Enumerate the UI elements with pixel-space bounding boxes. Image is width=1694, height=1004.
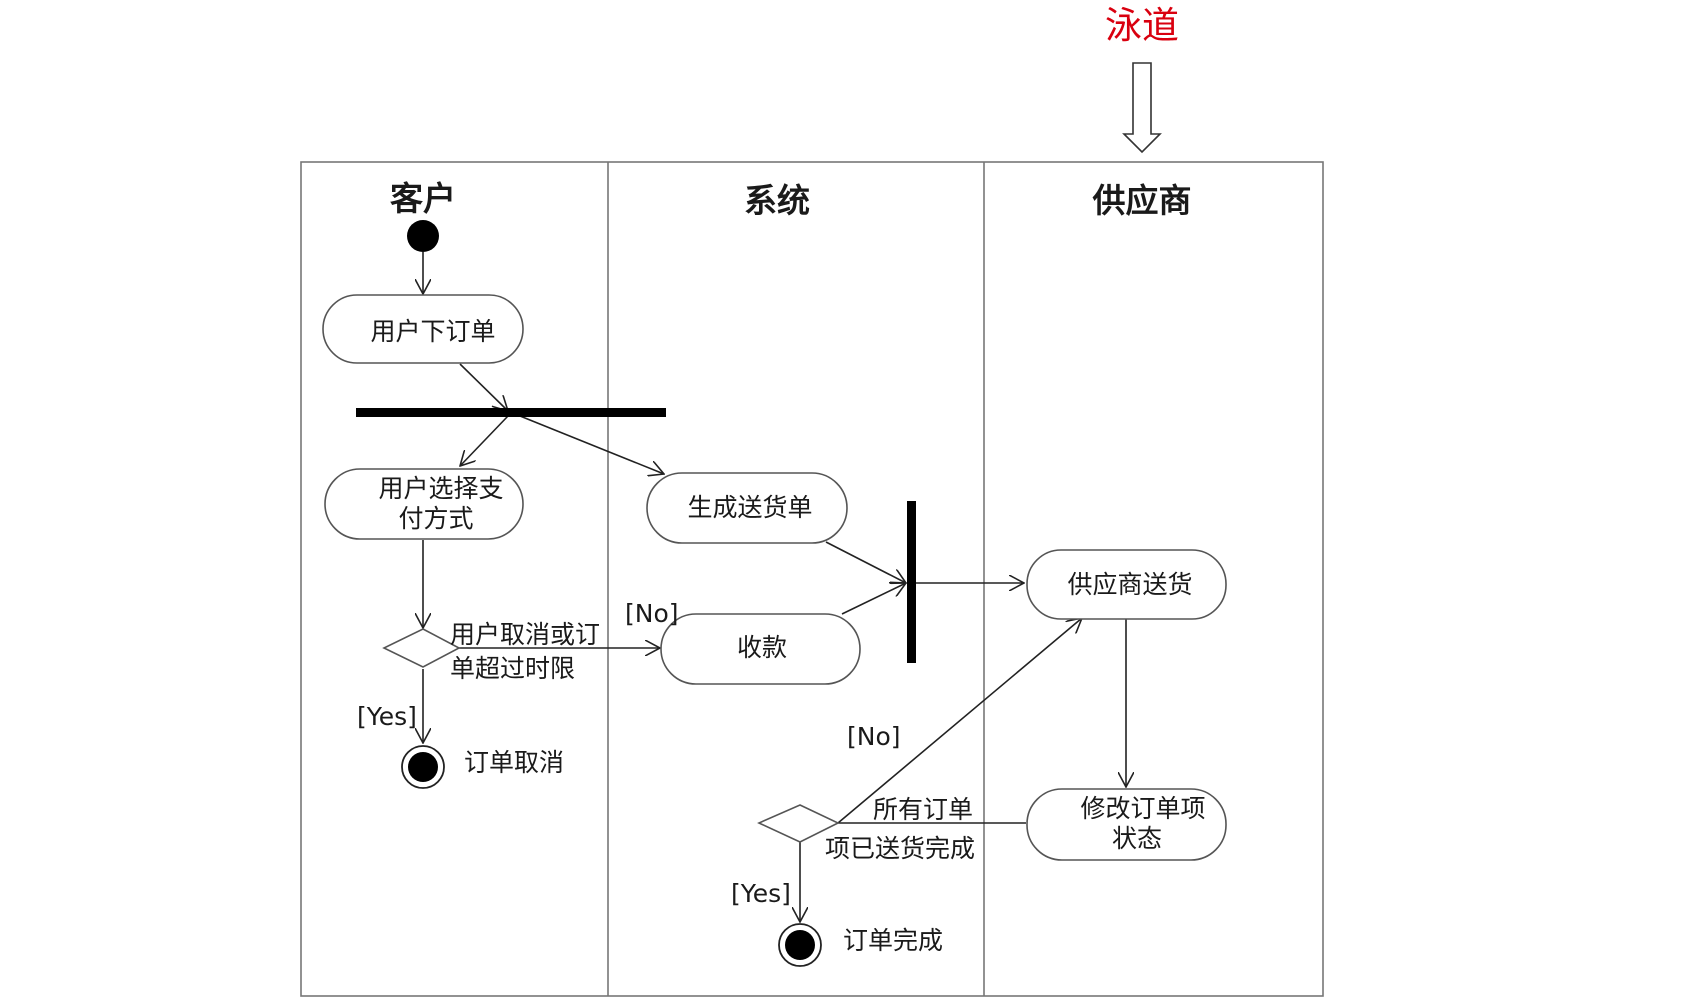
guard-cancel-cond-line2: 单超过时限 [450, 654, 575, 683]
activity-collect-payment: 收款 [660, 613, 861, 685]
fork-bar [356, 408, 666, 417]
activity-generate-delivery-note: 生成送货单 [646, 472, 848, 544]
join-bar [907, 501, 916, 663]
guard-no-payment: [No] [625, 599, 679, 628]
activity-choose-payment-line2: 付方式 [398, 504, 473, 533]
activity-place-order: 用户下订单 [322, 294, 524, 364]
activity-choose-payment: 用户选择支 付方式 [324, 468, 524, 540]
activity-update-status-line1: 修改订单项 [1080, 794, 1205, 823]
end-label-cancelled: 订单取消 [464, 748, 564, 777]
activity-collect-payment-label: 收款 [737, 633, 787, 662]
activity-supplier-deliver-label: 供应商送货 [1067, 570, 1192, 599]
initial-node [407, 220, 439, 252]
edge-fork-to-delivery-note [519, 415, 664, 474]
decision-cancel [382, 628, 461, 668]
swimlane-callout-label: 泳道 [1105, 4, 1179, 47]
swimlane-frame [300, 161, 1324, 997]
edge-order-to-fork [459, 363, 508, 411]
edge-fork-to-payment [460, 415, 509, 466]
guard-all-done-line2: 项已送货完成 [825, 834, 975, 863]
lane-title-system: 系统 [744, 181, 810, 220]
lane-title-supplier: 供应商 [1093, 181, 1192, 220]
edge-collect-to-join [841, 583, 906, 615]
swimlane-callout-arrow [1122, 62, 1162, 154]
edges [423, 252, 1126, 922]
guard-no-delivery: [No] [847, 722, 901, 751]
activity-place-order-label: 用户下订单 [370, 317, 495, 346]
activity-supplier-deliver: 供应商送货 [1026, 549, 1227, 620]
activity-generate-delivery-note-label: 生成送货单 [687, 493, 812, 522]
guard-cancel-cond-line1: 用户取消或订 [450, 620, 600, 649]
final-node-completed [778, 923, 822, 967]
activity-choose-payment-line1: 用户选择支 [378, 474, 503, 503]
final-node-cancelled [401, 745, 445, 789]
edge-delivery-note-to-join [825, 541, 906, 583]
decision-all-delivered [757, 804, 840, 843]
lane-title-customer: 客户 [390, 179, 456, 218]
guard-all-done-line1: 所有订单 [873, 795, 973, 824]
activity-update-status-line2: 状态 [1112, 824, 1162, 853]
end-label-completed: 订单完成 [843, 926, 943, 955]
guard-yes-cancel: [Yes] [357, 702, 417, 731]
edge-decision-loop-to-supplier [837, 618, 1082, 824]
activity-update-status: 修改订单项 状态 [1026, 788, 1227, 861]
guard-yes-done: [Yes] [731, 879, 791, 908]
